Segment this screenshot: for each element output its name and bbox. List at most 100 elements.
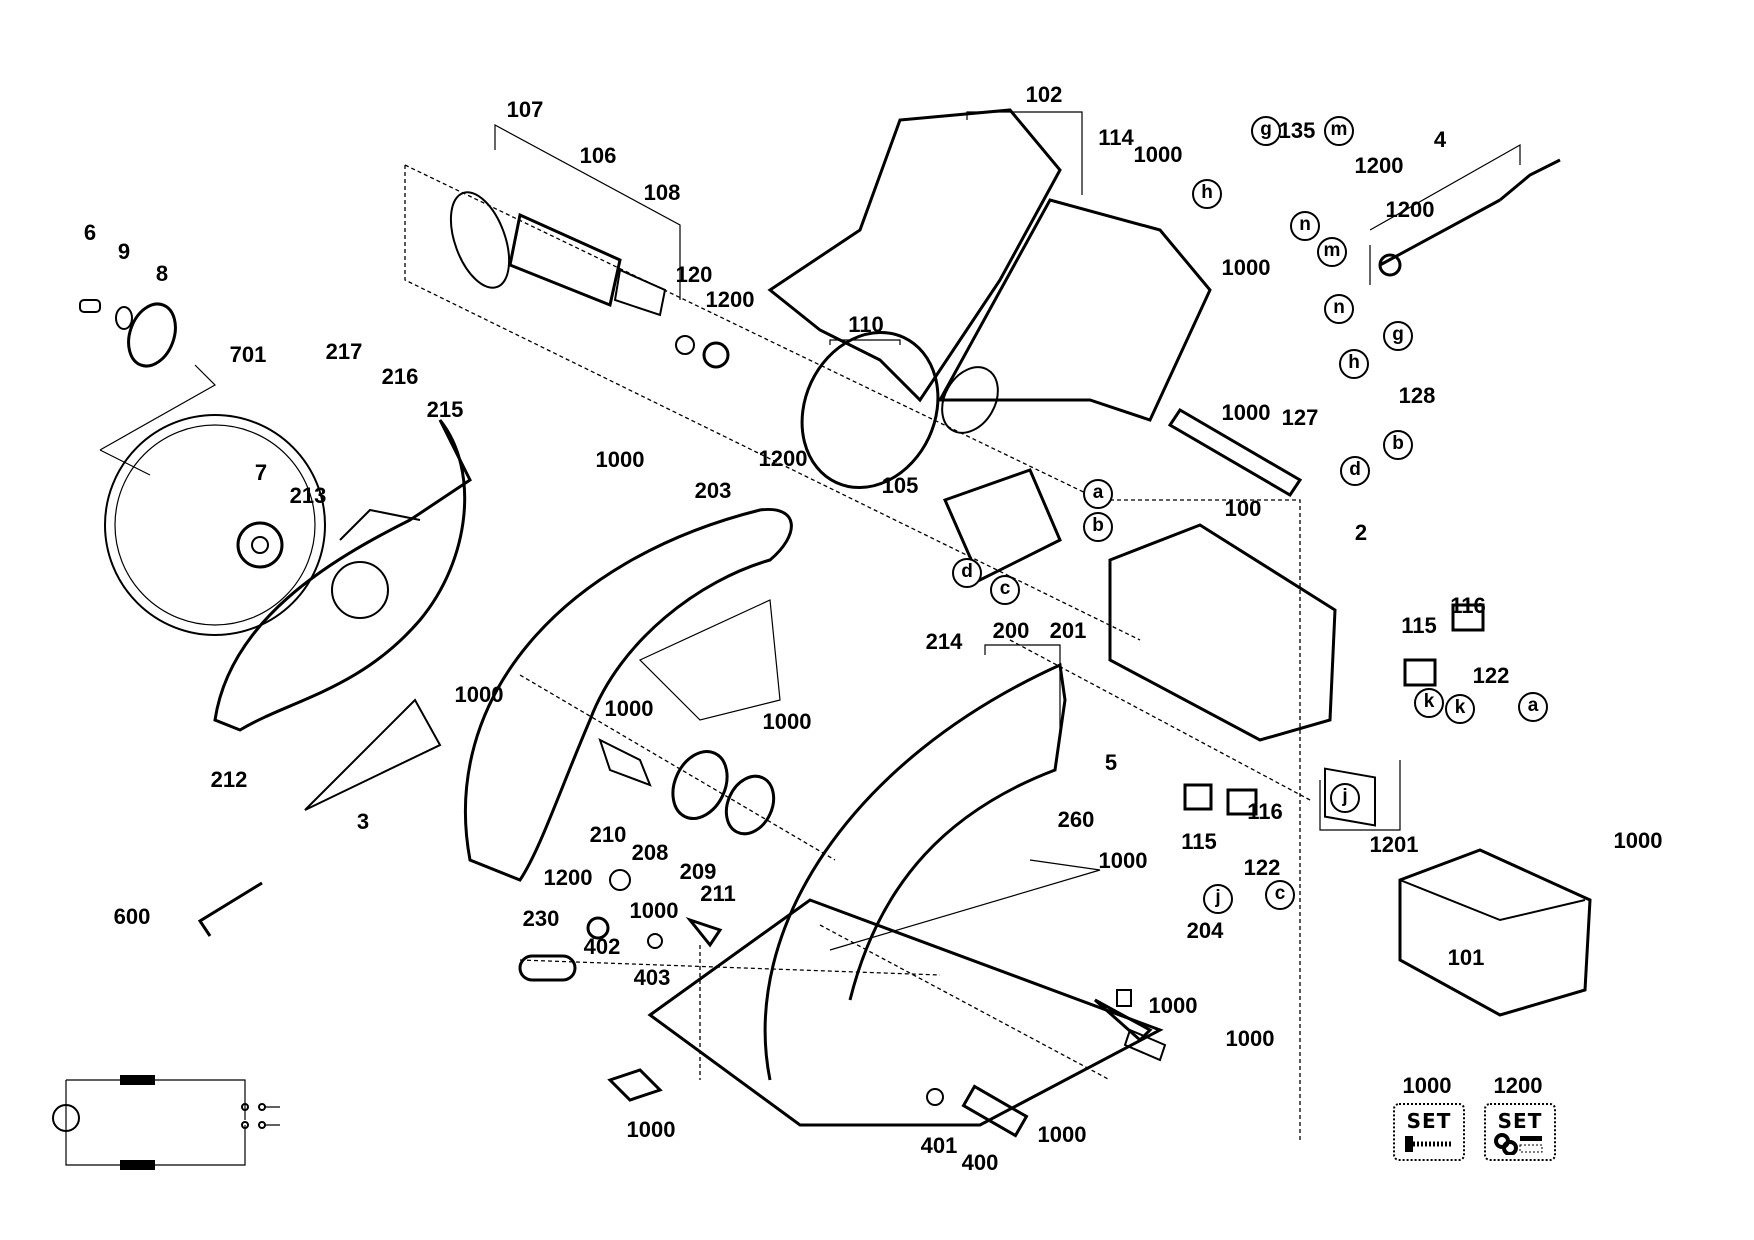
connector-h: h bbox=[1339, 349, 1369, 379]
label-1000: 1000 bbox=[1133, 142, 1183, 167]
label-1000: 1000 bbox=[454, 682, 504, 707]
label-213: 213 bbox=[289, 483, 327, 508]
connector-m: m bbox=[1324, 116, 1354, 146]
label-127: 127 bbox=[1281, 405, 1319, 430]
label-1000: 1000 bbox=[1221, 255, 1271, 280]
label-1000: 1000 bbox=[1037, 1122, 1087, 1147]
lower-guard bbox=[213, 419, 472, 732]
motor-cover bbox=[1108, 523, 1376, 827]
riving-knife bbox=[304, 698, 442, 811]
label-110: 110 bbox=[848, 312, 884, 337]
label-1200: 1200 bbox=[543, 865, 593, 890]
connector-c: c bbox=[1265, 880, 1295, 910]
saw-blade bbox=[104, 414, 326, 636]
connector-n: n bbox=[1290, 211, 1320, 241]
label-260: 260 bbox=[1057, 807, 1095, 832]
depth-adjust-parts bbox=[518, 738, 776, 982]
label-217: 217 bbox=[325, 339, 363, 364]
label-2: 2 bbox=[1354, 520, 1368, 545]
label-122: 122 bbox=[1472, 663, 1510, 688]
label-403: 403 bbox=[633, 965, 671, 990]
label-106: 106 bbox=[579, 143, 617, 168]
base-fasteners bbox=[607, 989, 1167, 1138]
blade-bracket-lines bbox=[99, 364, 216, 476]
label-1000: 1000 bbox=[1148, 993, 1198, 1018]
connector-h: h bbox=[1192, 179, 1222, 209]
connector-k: k bbox=[1414, 688, 1444, 718]
label-107: 107 bbox=[506, 97, 544, 122]
label-1000: 1000 bbox=[595, 447, 645, 472]
label-1200: 1200 bbox=[1354, 153, 1404, 178]
label-203: 203 bbox=[694, 478, 732, 503]
label-120: 120 bbox=[675, 262, 713, 287]
connector-b: b bbox=[1083, 512, 1113, 542]
label-600: 600 bbox=[113, 904, 151, 929]
label-108: 108 bbox=[643, 180, 681, 205]
label-1000: 1000 bbox=[1225, 1026, 1275, 1051]
handle-rod bbox=[1167, 407, 1303, 498]
set-1200-number: 1200 bbox=[1493, 1073, 1543, 1098]
label-122: 122 bbox=[1243, 855, 1281, 880]
label-115: 115 bbox=[1401, 613, 1437, 638]
upper-blade-guard bbox=[464, 507, 793, 882]
connector-d: d bbox=[952, 558, 982, 588]
label-101: 101 bbox=[1447, 945, 1485, 970]
motor-housing-handle bbox=[767, 108, 1212, 434]
screw-set-icon bbox=[1405, 1136, 1451, 1152]
label-135: 135 bbox=[1278, 118, 1316, 143]
connector-a: a bbox=[1518, 692, 1548, 722]
label-1000: 1000 bbox=[604, 696, 654, 721]
set-1000-number: 1000 bbox=[1402, 1073, 1452, 1098]
label-215: 215 bbox=[426, 397, 464, 422]
set-1000-badge: SET bbox=[1393, 1103, 1465, 1161]
label-1000: 1000 bbox=[1613, 828, 1663, 853]
label-3: 3 bbox=[356, 809, 370, 834]
label-1200: 1200 bbox=[1385, 197, 1435, 222]
label-1201: 1201 bbox=[1369, 832, 1419, 857]
connector-k: k bbox=[1445, 694, 1475, 724]
connector-b: b bbox=[1383, 430, 1413, 460]
label-401: 401 bbox=[920, 1133, 958, 1158]
fan-baffle bbox=[800, 330, 940, 490]
gear-cover bbox=[1398, 848, 1592, 1017]
hex-key bbox=[197, 881, 263, 937]
label-1000: 1000 bbox=[626, 1117, 676, 1142]
outer-flange bbox=[79, 299, 177, 368]
connector-m: m bbox=[1317, 237, 1347, 267]
label-1000: 1000 bbox=[1098, 848, 1148, 873]
set-1000-text: SET bbox=[1406, 1109, 1452, 1133]
label-4: 4 bbox=[1433, 127, 1447, 152]
label-1000: 1000 bbox=[629, 898, 679, 923]
label-212: 212 bbox=[210, 767, 248, 792]
label-208: 208 bbox=[631, 840, 669, 865]
label-8: 8 bbox=[155, 261, 169, 286]
connector-g: g bbox=[1251, 116, 1281, 146]
label-1200: 1200 bbox=[705, 287, 755, 312]
label-210: 210 bbox=[589, 822, 627, 847]
label-214: 214 bbox=[925, 629, 963, 654]
brush-holders bbox=[1183, 603, 1485, 816]
label-211: 211 bbox=[700, 881, 736, 906]
label-7: 7 bbox=[254, 460, 268, 485]
label-701: 701 bbox=[229, 342, 267, 367]
connector-g: g bbox=[1383, 321, 1413, 351]
label-204: 204 bbox=[1186, 918, 1224, 943]
label-102: 102 bbox=[1025, 82, 1063, 107]
label-115: 115 bbox=[1181, 829, 1217, 854]
wiring-schematic bbox=[52, 1075, 280, 1170]
connector-c: c bbox=[990, 575, 1020, 605]
assembly-guide-lines bbox=[404, 111, 1521, 1140]
label-116: 116 bbox=[1450, 593, 1486, 618]
label-230: 230 bbox=[522, 906, 560, 931]
label-128: 128 bbox=[1398, 383, 1436, 408]
label-1000: 1000 bbox=[762, 709, 812, 734]
base-plate bbox=[647, 662, 1164, 1127]
connector-a: a bbox=[1083, 479, 1113, 509]
connector-j: j bbox=[1203, 884, 1233, 914]
label-114: 114 bbox=[1098, 125, 1134, 150]
connector-j: j bbox=[1330, 783, 1360, 813]
bearing-set-icon bbox=[1494, 1133, 1543, 1155]
label-1000: 1000 bbox=[1221, 400, 1271, 425]
